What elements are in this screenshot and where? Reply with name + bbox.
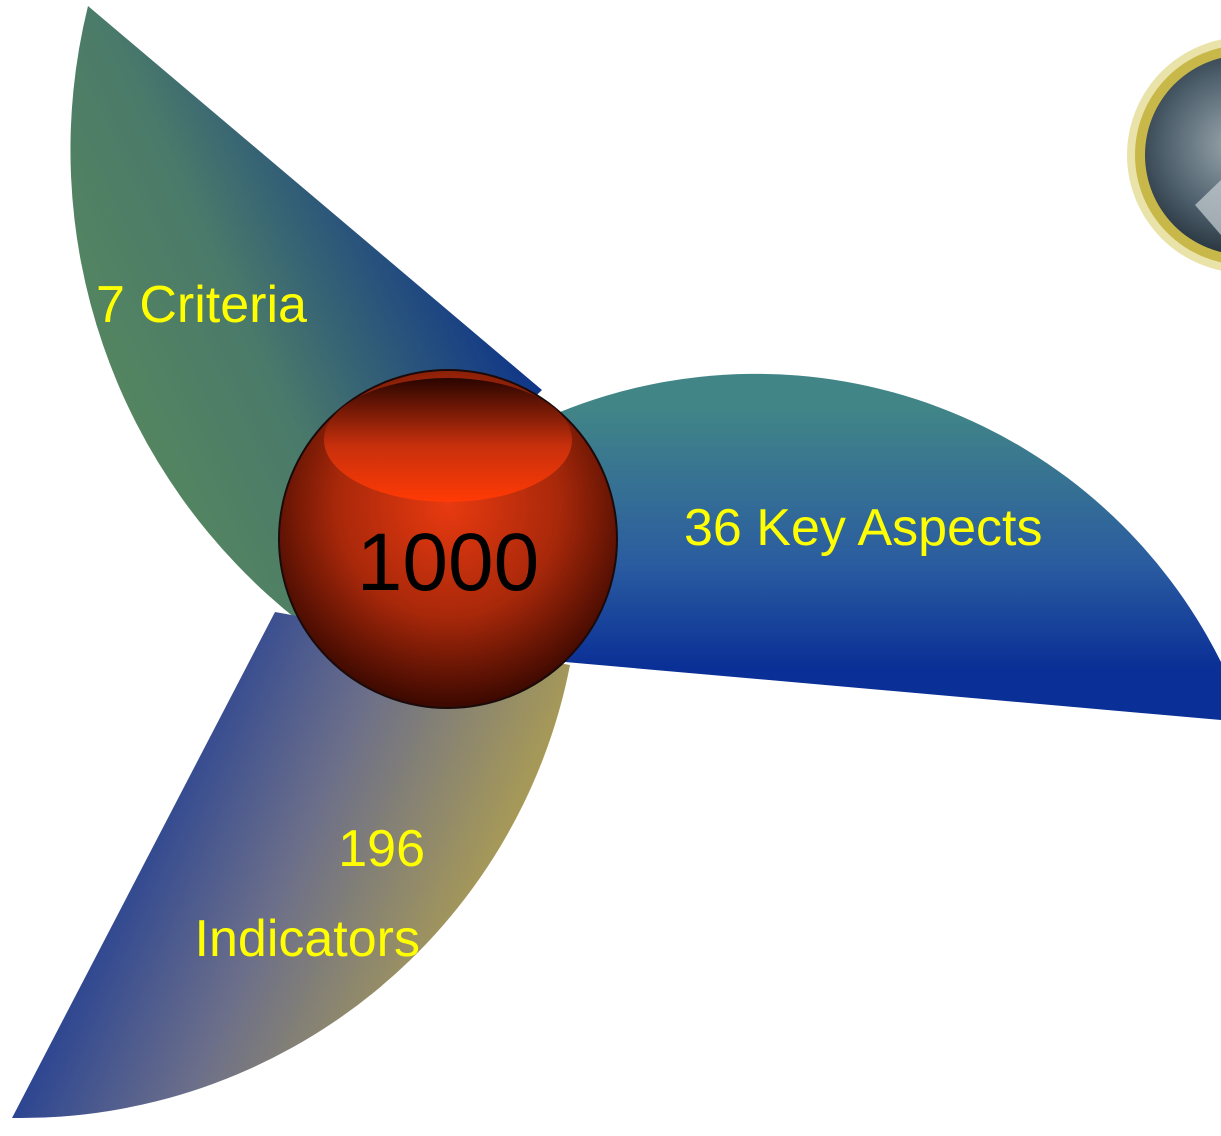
label-key-aspects: 36 Key Aspects xyxy=(684,499,1042,557)
corner-orb-icon xyxy=(1127,39,1221,271)
label-indicators-word: Indicators xyxy=(195,910,420,968)
center-value: 1000 xyxy=(357,517,539,608)
center-hub: 1000 xyxy=(278,369,618,709)
blade-indicators xyxy=(12,612,570,1119)
label-criteria: 7 Criteria xyxy=(96,276,307,334)
label-indicators-number: 196 xyxy=(338,820,425,878)
blade-key-aspects xyxy=(560,373,1221,720)
